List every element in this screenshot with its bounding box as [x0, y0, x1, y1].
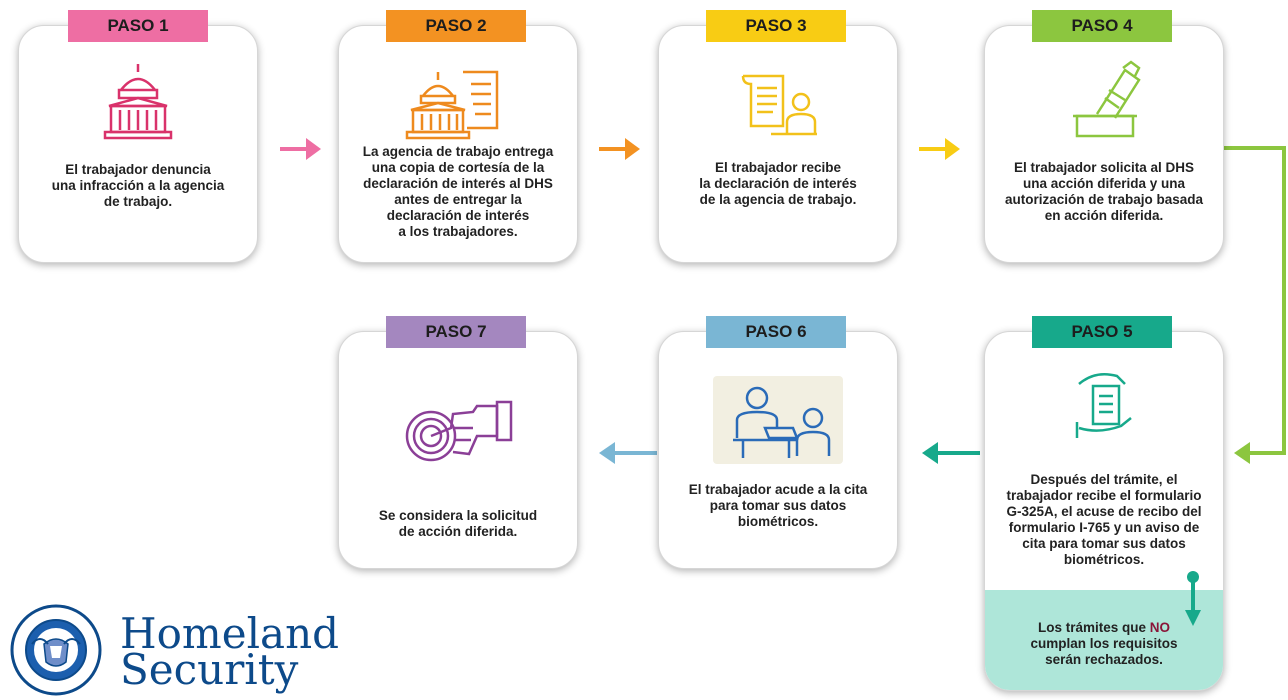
arrow-5-to-6	[922, 442, 980, 464]
step-4-tab: PASO 4	[1032, 10, 1172, 42]
step-2-text: La agencia de trabajo entrega una copia …	[362, 144, 554, 239]
note-pointer-arrow	[1185, 571, 1201, 626]
arrow-3-to-4	[919, 138, 960, 160]
step-5-text: Después del trámite, el trabajador recib…	[1006, 472, 1202, 567]
hands-document-icon	[1039, 362, 1169, 450]
step-5-note: Los trámites que NO cumplan los requisit…	[985, 590, 1223, 690]
arrow-4-to-5	[1220, 146, 1286, 464]
step-6-text: El trabajador acude a la cita para tomar…	[688, 482, 868, 529]
step-5-card: Después del trámite, el trabajador recib…	[984, 331, 1224, 691]
dhs-seal-logo	[10, 604, 102, 696]
arrow-6-to-7	[599, 442, 657, 464]
ballot-box-icon	[1039, 56, 1169, 144]
step-5-note-text: Los trámites que NO cumplan los requisit…	[995, 620, 1213, 668]
meeting-icon	[713, 376, 843, 464]
step-4-card: El trabajador solicita al DHS una acción…	[984, 25, 1224, 263]
step-5-tab: PASO 5	[1032, 316, 1172, 348]
step-7-card: Se considera la solicitud de acción dife…	[338, 331, 578, 569]
step-6-card: El trabajador acude a la cita para tomar…	[658, 331, 898, 569]
homeland-security-wordmark: Homeland Security	[120, 609, 340, 694]
step-6-tab: PASO 6	[706, 316, 846, 348]
step-1-text: El trabajador denuncia una infracción a …	[51, 162, 225, 209]
step-5-note-strong: NO	[1149, 620, 1171, 635]
arrow-2-to-3	[599, 138, 640, 160]
step-2-card: La agencia de trabajo entrega una copia …	[338, 25, 578, 263]
step-7-text: Se considera la solicitud de acción dife…	[378, 508, 538, 539]
step-3-tab: PASO 3	[706, 10, 846, 42]
step-1-card: El trabajador denuncia una infracción a …	[18, 25, 258, 263]
step-7-tab: PASO 7	[386, 316, 526, 348]
step-5-note-rest: cumplan los requisitos serán rechazados.	[1030, 636, 1178, 667]
step-1-tab: PASO 1	[68, 10, 208, 42]
step-4-text: El trabajador solicita al DHS una acción…	[1004, 160, 1204, 223]
step-5-note-prefix: Los trámites que	[1037, 620, 1150, 635]
step-2-tab: PASO 2	[386, 10, 526, 42]
arrow-1-to-2	[280, 138, 321, 160]
person-document-icon	[713, 62, 843, 150]
press-button-icon	[393, 384, 523, 472]
capitol-icon	[73, 58, 203, 146]
capitol-document-icon	[393, 58, 523, 146]
step-3-text: El trabajador recibe la declaración de i…	[699, 160, 857, 207]
step-3-card: El trabajador recibe la declaración de i…	[658, 25, 898, 263]
